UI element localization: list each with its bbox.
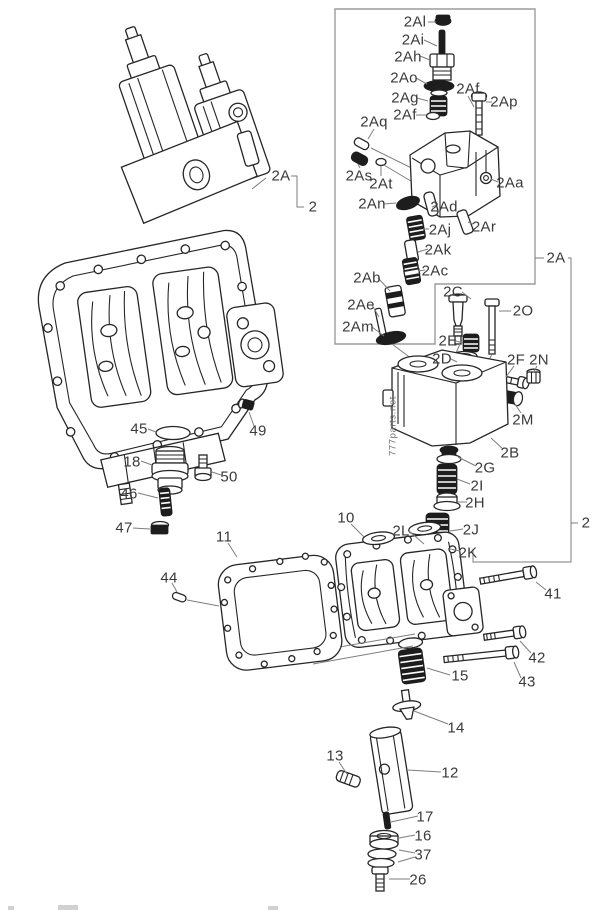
part-label-2N: 2N [529, 351, 549, 369]
part-label-2Al: 2Al [403, 13, 427, 31]
part-label-2Ah: 2Ah [394, 48, 422, 66]
part-label-2Ae: 2Ae [347, 296, 375, 314]
part-label-46: 46 [120, 485, 138, 503]
pump-body-10-art [312, 521, 538, 665]
part-label-2K: 2K [458, 544, 478, 562]
part-label-2Ap: 2Ap [490, 93, 518, 111]
part-label-2F: 2F [506, 351, 526, 369]
part-label-10: 10 [337, 509, 355, 527]
part-label-47: 47 [115, 519, 133, 537]
part-label-2E: 2E [438, 332, 458, 350]
part-label-2M: 2M [512, 411, 534, 429]
part-label-15: 15 [451, 667, 469, 685]
part-label-2Aq: 2Aq [360, 113, 388, 131]
leader-lines [132, 21, 547, 880]
part-label-37: 37 [414, 846, 432, 864]
part-label-2Ab: 2Ab [353, 269, 381, 287]
part-label-2As: 2As [345, 167, 373, 185]
part-label-18: 18 [123, 453, 141, 471]
part-label-2H: 2H [465, 494, 485, 512]
part-label-2B: 2B [500, 444, 520, 462]
part-label-17: 17 [416, 808, 434, 826]
part-label-2Ag: 2Ag [391, 89, 419, 107]
part-label-44: 44 [160, 569, 178, 587]
part-label-2L: 2L [392, 522, 410, 540]
part-label-2An: 2An [358, 195, 386, 213]
part-label-50: 50 [220, 468, 238, 486]
part-label-2C: 2C [443, 283, 463, 301]
part-label-2Ai: 2Ai [401, 31, 425, 49]
part-label-16: 16 [414, 827, 432, 845]
part-label-41: 41 [544, 585, 562, 603]
part-label-11: 11 [215, 528, 233, 546]
part-label-2Ak: 2Ak [424, 241, 452, 259]
plunger-stack-art [335, 647, 427, 892]
part-label-2O: 2O [512, 302, 534, 320]
valve-housing-art [382, 293, 541, 554]
cropped-caption-fragment [8, 906, 14, 910]
part-label-43: 43 [518, 673, 536, 691]
part-label-2J: 2J [462, 521, 480, 539]
part-label-2Ao: 2Ao [390, 69, 418, 87]
part-label-49: 49 [249, 422, 267, 440]
part-label-2Af-upper: 2Af [456, 80, 480, 98]
governor-exploded-art [350, 14, 501, 372]
part-label-2Ad: 2Ad [430, 198, 458, 216]
detail-frame-2a [334, 8, 578, 563]
part-label-2Af-lower: 2Af [393, 106, 417, 124]
part-label-26: 26 [409, 871, 427, 889]
part-label-2A-box: 2A [546, 249, 566, 267]
part-label-2Am: 2Am [342, 318, 374, 336]
part-label-2Aj: 2Aj [428, 221, 452, 239]
part-label-42: 42 [528, 649, 546, 667]
part-label-2G: 2G [474, 459, 496, 477]
part-label-2D: 2D [432, 350, 452, 368]
watermark-text: 777parts.net [387, 395, 399, 457]
part-label-13: 13 [326, 747, 344, 765]
cropped-caption-fragment [268, 906, 278, 910]
cropped-caption-fragment [58, 905, 78, 910]
assembled-pump-art [37, 26, 304, 506]
part-label-2Ac: 2Ac [421, 262, 449, 280]
part-label-12: 12 [441, 764, 459, 782]
part-label-2At: 2At [369, 175, 393, 193]
part-label-2-left: 2 [308, 198, 318, 216]
part-label-45: 45 [130, 420, 148, 438]
part-label-2A-left: 2A [271, 167, 291, 185]
part-label-2-right: 2 [581, 514, 591, 532]
part-label-2Ar: 2Ar [471, 218, 497, 236]
left-parts-art [150, 398, 343, 671]
part-label-2Aa: 2Aa [496, 174, 524, 192]
part-label-2I: 2I [470, 477, 484, 495]
part-label-14: 14 [447, 719, 465, 737]
